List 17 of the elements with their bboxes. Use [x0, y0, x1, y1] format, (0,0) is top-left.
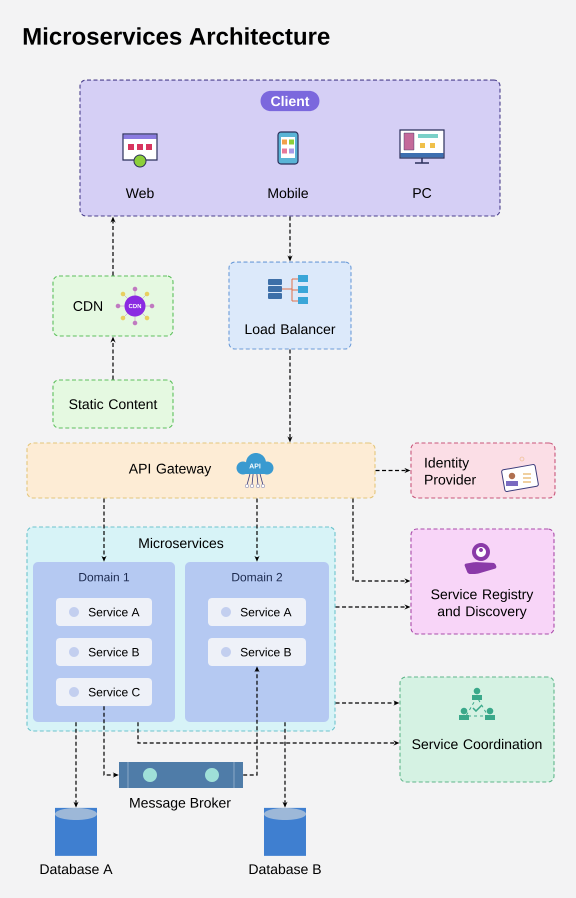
service-box: Service A — [208, 598, 306, 626]
component-box: Load Balancer — [228, 261, 352, 350]
node-label: Message Broker — [130, 797, 231, 811]
title: Microservices Architecture — [24, 27, 330, 45]
component-box: Identity Provider — [410, 442, 556, 499]
message-queue: Message Broker — [119, 762, 243, 811]
database-cylinder: Database A — [40, 808, 113, 874]
service-box: Service B — [56, 638, 152, 666]
component-box: Static Content — [52, 379, 174, 429]
node-label: Database A — [40, 864, 113, 874]
service-box: Service A — [56, 598, 152, 626]
service-box: Service C — [56, 678, 152, 706]
component-box: Service Coordination — [399, 676, 555, 783]
node-label: Database B — [250, 864, 321, 874]
database-cylinder: Database B — [250, 808, 321, 874]
component-box: Service Registry and Discovery — [410, 528, 555, 635]
service-box: Service B — [208, 638, 306, 666]
